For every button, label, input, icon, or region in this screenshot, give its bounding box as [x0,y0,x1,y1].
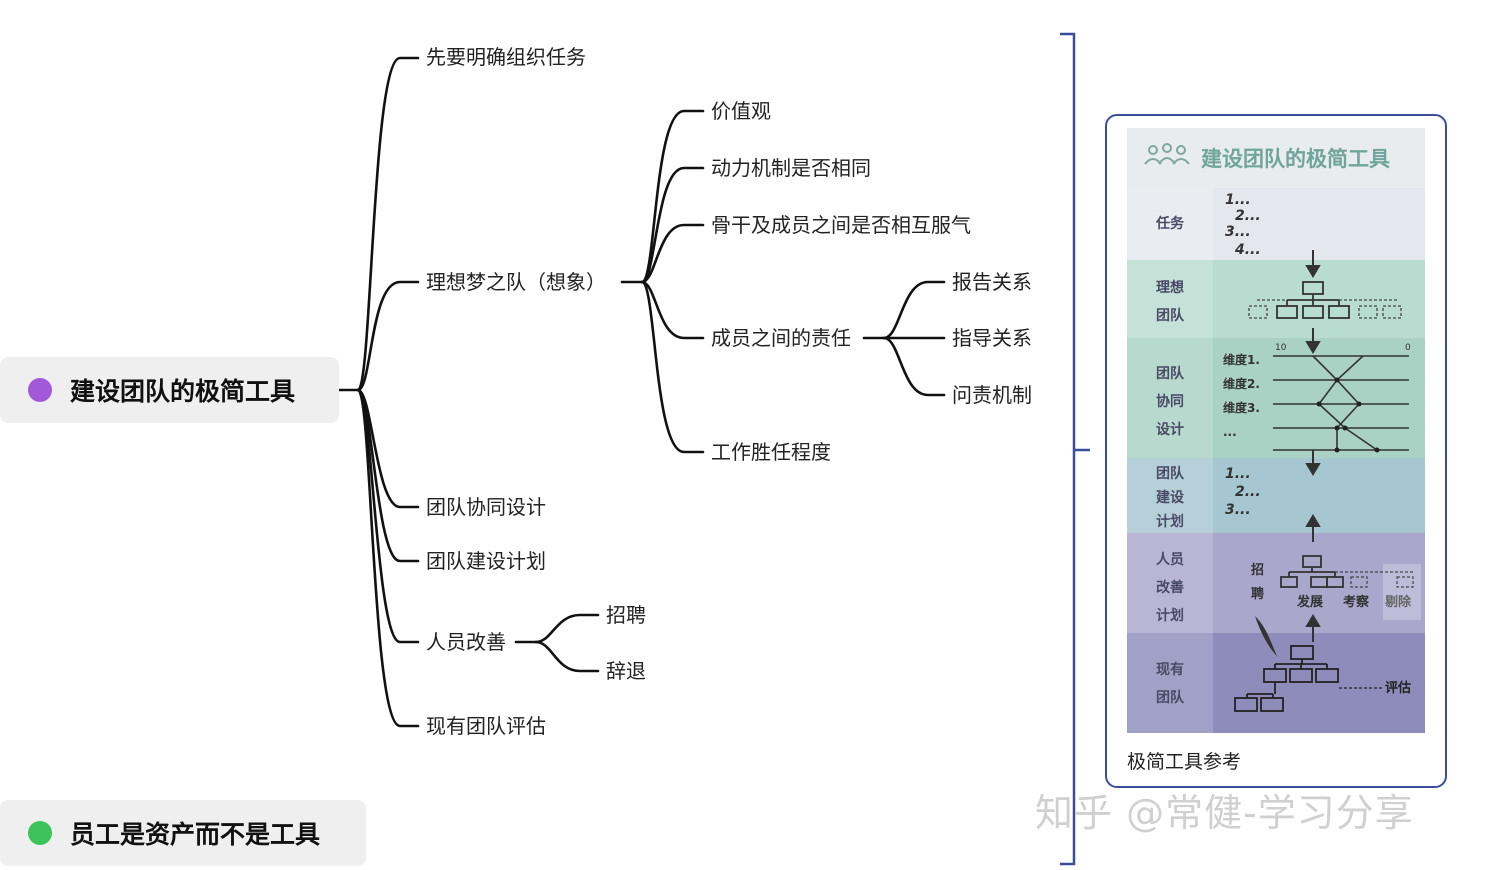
image-label-current-2: 团队 [1156,689,1185,706]
image-label-task: 任务 [1155,215,1185,232]
node-competence[interactable]: 工作胜任程度 [711,440,831,464]
image-recruit-2: 聘 [1251,586,1264,602]
image-remove-highlight [1383,564,1421,620]
node-report[interactable]: 报告关系 [952,270,1032,294]
topic-dot-icon [28,378,52,402]
image-label-collab-2: 协同 [1156,393,1184,410]
image-label-people-2: 改善 [1156,579,1184,596]
node-dream[interactable]: 理想梦之队（想象） [426,270,606,294]
image-scale-right: 0 [1405,343,1411,353]
watermark: 知乎 @常健-学习分享 [1035,791,1414,835]
summary-bracket [1060,32,1090,866]
image-label-build-1: 团队 [1156,465,1185,482]
image-recruit-1: 招 [1251,562,1264,578]
root-topic-main-label: 建设团队的极简工具 [70,377,296,406]
node-motive[interactable]: 动力机制是否相同 [711,156,871,180]
root-topic-second-label: 员工是资产而不是工具 [70,820,321,849]
image-list-1: 1... [1225,192,1251,208]
node-task[interactable]: 先要明确组织任务 [426,45,586,69]
image-plan-2: 2... [1235,484,1261,500]
connector-respect [640,223,705,284]
node-assess[interactable]: 现有团队评估 [426,714,546,738]
image-row-build-bg [1127,458,1425,533]
image-label-collab-1: 团队 [1156,365,1185,382]
node-collab[interactable]: 团队协同设计 [426,495,546,519]
image-label-people-1: 人员 [1156,551,1184,568]
image-title: 建设团队的极简工具 [1201,147,1390,171]
image-row-ideal-bg [1127,260,1425,338]
connector-dream [356,280,420,392]
image-dim-3: 维度3. [1223,400,1260,415]
reference-card[interactable]: 建设团队的极简工具 任务 理想 团队 团队 协同 设计 团队 建设 计划 人员 … [1105,114,1447,788]
image-label-ideal-2: 团队 [1156,307,1185,324]
node-plan[interactable]: 团队建设计划 [426,549,546,573]
root-topic-main[interactable]: 建设团队的极简工具 [0,357,339,423]
reference-image: 建设团队的极简工具 任务 理想 团队 团队 协同 设计 团队 建设 计划 人员 … [1127,128,1425,733]
image-label-collab-3: 设计 [1156,421,1184,438]
connector-improve [356,388,420,644]
connector-assess [356,388,420,728]
image-row-task-bg [1127,188,1425,260]
node-respect[interactable]: 骨干及成员之间是否相互服气 [711,213,971,237]
connector-plan [356,388,420,563]
image-list-3: 3... [1225,224,1251,240]
image-scale-left: 10 [1275,343,1287,353]
connector-task [356,56,420,392]
image-label-column [1127,188,1213,733]
image-list-4: 4... [1234,242,1261,258]
image-title-bg [1127,128,1425,188]
node-recruit[interactable]: 招聘 [606,603,646,627]
image-label-build-3: 计划 [1156,513,1184,530]
people-icon [1144,143,1190,165]
image-remove: 剔除 [1384,594,1412,610]
node-duty[interactable]: 成员之间的责任 [711,326,851,350]
image-row-current-bg [1127,633,1425,733]
connector-report [882,280,946,340]
reference-caption: 极简工具参考 [1127,751,1242,773]
image-label-build-2: 建设 [1156,489,1185,506]
image-plan-3: 3... [1225,502,1251,518]
image-evaluate: 评估 [1385,680,1411,696]
connector-competence [640,280,705,454]
image-label-people-3: 计划 [1156,607,1184,624]
image-row-people-bg [1127,533,1425,633]
image-plan-1: 1... [1225,466,1251,482]
connector-dismiss [534,640,600,673]
node-improve[interactable]: 人员改善 [426,630,506,654]
connector-motive [640,166,705,284]
image-inspect: 考察 [1343,594,1370,610]
image-row-collab-bg [1127,338,1425,458]
image-dim-4: ... [1223,425,1237,439]
image-dim-2: 维度2. [1223,376,1260,391]
feather-icon [1255,616,1277,656]
node-account[interactable]: 问责机制 [952,383,1032,407]
node-values[interactable]: 价值观 [711,99,771,123]
image-develop: 发展 [1296,594,1324,610]
image-list-2: 2... [1235,208,1261,224]
connector-account [882,336,946,397]
image-label-current-1: 现有 [1156,661,1184,678]
image-dim-1: 维度1. [1223,352,1260,367]
connector-recruit [534,613,600,644]
image-label-ideal-1: 理想 [1156,279,1184,296]
node-dismiss[interactable]: 辞退 [606,659,646,683]
topic-dot-icon [28,821,52,845]
connector-duty [640,280,705,340]
root-topic-second[interactable]: 员工是资产而不是工具 [0,800,366,866]
node-guide[interactable]: 指导关系 [952,326,1032,350]
